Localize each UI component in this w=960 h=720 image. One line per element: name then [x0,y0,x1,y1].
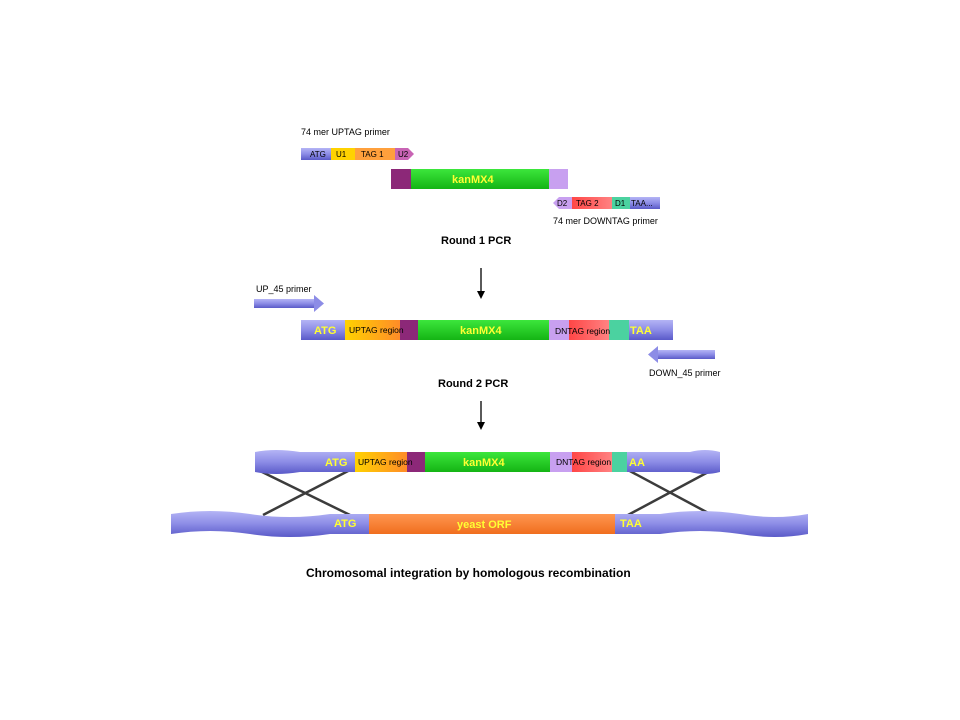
chrom-atg-label: ATG [334,518,356,530]
primer-seg-tag1: TAG 1 [361,150,384,159]
primer-tag1-segment [355,148,395,160]
int-taa-label: AA [629,457,645,469]
r2-atg-flank [301,320,345,340]
round2-section: UP_45 primer ATG UPTAG region kanMX4 DNT… [254,284,721,390]
int-atg-flank [255,450,355,474]
primer-seg-d2: D2 [557,199,568,208]
primer-seg-u1: U1 [336,150,347,159]
int-right-flank [550,452,572,472]
down-arrow-1 [477,268,485,299]
int-dntag-region [572,452,612,472]
primer-d1-segment [612,197,630,209]
round1-title: Round 1 PCR [441,235,511,247]
r2-dntag-label: DNTAG region [555,326,610,336]
int-uptag-label: UPTAG region [358,457,413,467]
chromosome: ATG yeast ORF TAA [171,511,808,537]
template-right-flank [549,169,568,189]
primer-seg-taa: TAA... [631,199,653,208]
integration-caption: Chromosomal integration by homologous re… [306,566,631,580]
chrom-right-flank [615,511,808,537]
chrom-taa-label: TAA [620,518,642,530]
chrom-left-flank [171,511,369,537]
int-kanmx4 [425,452,550,472]
round2-cassette: ATG UPTAG region kanMX4 DNTAG region TAA [301,320,673,340]
r2-d1 [609,320,629,340]
down45-primer [648,346,715,363]
primer-tag2-segment [572,197,612,209]
int-dntag-label: DNTAG region [556,457,611,467]
r2-atg-label: ATG [314,325,336,337]
downtag-primer: D2 TAG 2 D1 TAA... [553,197,660,209]
primer-seg-tag2: TAG 2 [576,199,599,208]
template-kanmx4-label: kanMX4 [452,174,494,186]
int-kanmx4-label: kanMX4 [463,457,505,469]
up45-primer [254,295,324,312]
r2-kanmx4-label: kanMX4 [460,325,502,337]
r2-taa-flank [629,320,673,340]
r2-kanmx4 [418,320,549,340]
primer-u1-segment [331,148,355,160]
int-taa-flank [627,450,720,474]
downtag-primer-label: 74 mer DOWNTAG primer [553,216,658,226]
int-uptag-region [355,452,407,472]
kanmx4-template: kanMX4 [391,169,568,189]
template-left-flank [391,169,411,189]
uptag-primer: ATG U1 TAG 1 U2 [301,148,414,160]
primer-taa-segment [630,197,660,209]
r2-uptag-label: UPTAG region [349,325,404,335]
round2-title: Round 2 PCR [438,378,508,390]
r2-uptag-region [345,320,400,340]
int-atg-label: ATG [325,457,347,469]
chrom-yeast-orf [369,514,615,534]
uptag-primer-label: 74 mer UPTAG primer [301,127,390,137]
r2-left-flank [400,320,418,340]
int-left-flank [407,452,425,472]
primer-d2-arrowhead [553,197,572,209]
round1-section: 74 mer UPTAG primer ATG U1 TAG 1 U2 kanM… [301,127,660,247]
template-kanmx4 [411,169,549,189]
up45-primer-label: UP_45 primer [256,284,312,294]
int-d1 [612,452,627,472]
primer-atg-segment [301,148,331,160]
down-arrow-2 [477,401,485,430]
primer-u2-arrowhead [395,148,414,160]
r2-dntag-region [569,320,609,340]
down45-primer-label: DOWN_45 primer [649,368,721,378]
primer-seg-atg: ATG [310,150,326,159]
primer-seg-d1: D1 [615,199,626,208]
chrom-orf-label: yeast ORF [457,519,512,531]
r2-right-flank [549,320,569,340]
r2-taa-label: TAA [630,325,652,337]
integration-cassette: ATG UPTAG region kanMX4 DNTAG region AA [255,450,720,474]
crossover-lines [257,468,713,517]
integration-section: ATG UPTAG region kanMX4 DNTAG region AA … [171,450,808,580]
primer-seg-u2: U2 [398,150,409,159]
